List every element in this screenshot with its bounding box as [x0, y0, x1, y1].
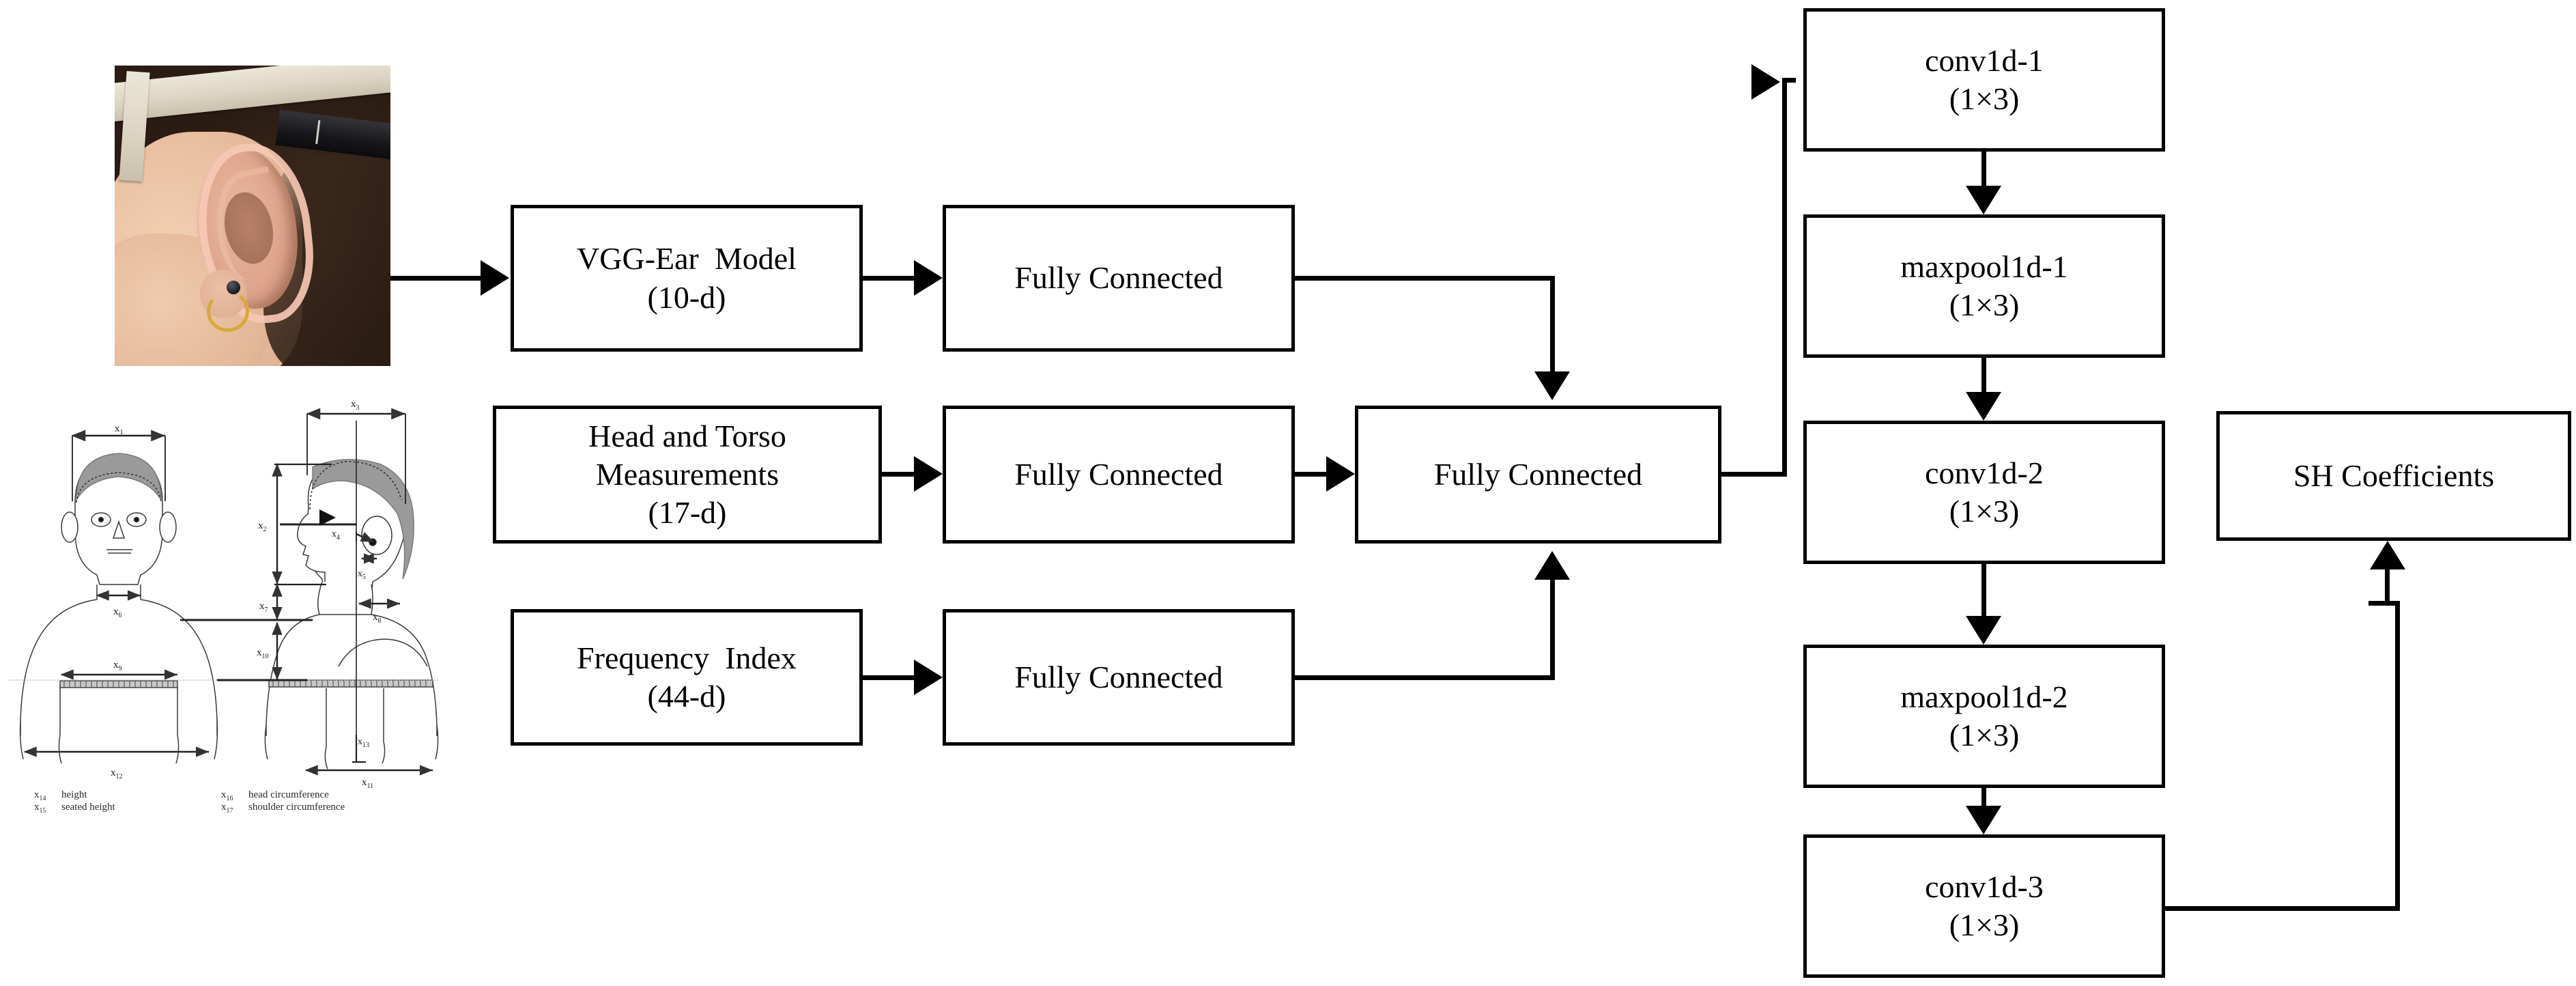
- anthro-label-x9: x9: [113, 660, 122, 673]
- node-conv1d-1-line2: (1×3): [1949, 81, 2020, 116]
- edge-maxpool2-to-conv3: [1981, 788, 1986, 807]
- photo-reference-tick: [315, 119, 321, 144]
- arrowhead-photo-to-vgg: [481, 260, 509, 296]
- edge-merge-up: [1782, 80, 1787, 477]
- node-sh-coefficients-label: SH Coefficients: [2293, 457, 2495, 493]
- anthro-label-x10: x10: [257, 647, 269, 660]
- node-fc-ear[interactable]: Fully Connected: [943, 205, 1295, 352]
- edge-conv3-up: [2395, 601, 2400, 908]
- node-conv1d-2-line2: (1×3): [1949, 494, 2020, 529]
- node-conv1d-2[interactable]: conv1d-2 (1×3): [1803, 421, 2165, 564]
- edge-head-to-fc-head: [882, 472, 914, 477]
- anthro-label-x13: x13: [358, 737, 369, 749]
- edge-fc-freq-up: [1550, 580, 1555, 680]
- edge-vgg-to-fc-ear: [863, 276, 914, 281]
- node-conv1d-3-line1: conv1d-3: [1925, 869, 2044, 904]
- edge-conv1-to-maxpool1: [1981, 152, 1986, 187]
- edge-fc-ear-right: [1295, 276, 1555, 281]
- node-conv1d-3[interactable]: conv1d-3 (1×3): [1803, 834, 2165, 978]
- anthro-legend-key-0: x14: [34, 789, 46, 802]
- edge-fc-ear-down: [1550, 276, 1555, 371]
- anthro-legend-text-2: head circumference: [248, 789, 329, 800]
- anthro-legend-key-1: x15: [34, 802, 46, 814]
- node-vgg-ear-line1: VGG-Ear Model: [577, 241, 797, 277]
- arrowhead-merge-to-conv1: [1751, 64, 1780, 100]
- edge-maxpool1-to-conv2: [1981, 358, 1986, 393]
- node-maxpool1d-2[interactable]: maxpool1d-2 (1×3): [1803, 645, 2165, 788]
- arrowhead-fc-freq-to-merge: [1534, 551, 1570, 580]
- node-sh-coefficients[interactable]: SH Coefficients: [2216, 411, 2571, 541]
- anthro-legend-key-2: x16: [221, 789, 233, 802]
- edge-freq-to-fc-freq: [863, 675, 914, 680]
- edge-fc-freq-right: [1295, 675, 1555, 680]
- anthro-label-x2: x2: [258, 520, 267, 533]
- arrowhead-vgg-to-fc-ear: [914, 260, 943, 296]
- node-fc-head-torso[interactable]: Fully Connected: [943, 406, 1295, 544]
- edge-conv2-to-maxpool2: [1981, 564, 1986, 617]
- anthro-legend-text-0: height: [61, 789, 87, 800]
- edge-merge-right: [1721, 472, 1787, 477]
- node-head-torso-line2: Measurements: [595, 456, 779, 492]
- node-maxpool1d-2-line2: (1×3): [1949, 718, 2020, 752]
- arrowhead-conv2-to-maxpool2: [1966, 616, 2001, 645]
- arrowhead-fc-ear-to-merge: [1534, 371, 1570, 400]
- arrowhead-maxpool2-to-conv3: [1966, 806, 2001, 834]
- edge-fc-head-to-merge: [1295, 472, 1326, 477]
- node-conv1d-3-line2: (1×3): [1949, 907, 2020, 942]
- arrowhead-freq-to-fc-freq: [914, 660, 943, 695]
- edge-conv3-to-sh: [2369, 601, 2397, 606]
- photo-ear-stud: [226, 280, 240, 294]
- node-vgg-ear-model[interactable]: VGG-Ear Model (10-d): [511, 205, 863, 352]
- node-frequency-index-line2: (44-d): [647, 679, 726, 714]
- node-head-torso-line1: Head and Torso: [588, 418, 786, 453]
- anthro-legend-text-1: seated height: [61, 802, 116, 813]
- anthro-label-x11: x11: [362, 777, 373, 790]
- arrowhead-maxpool1-to-conv2: [1966, 392, 2001, 421]
- anthro-label-x12: x12: [111, 767, 123, 780]
- node-fc-head-torso-label: Fully Connected: [1014, 456, 1223, 492]
- arrowhead-conv3-to-sh: [2370, 541, 2405, 569]
- anthro-legend-key-3: x17: [221, 802, 233, 814]
- anthro-label-x7: x7: [259, 601, 268, 614]
- node-maxpool1d-2-line1: maxpool1d-2: [1900, 679, 2068, 714]
- ear-photograph: [115, 66, 390, 366]
- anthro-label-x3: x3: [351, 399, 360, 412]
- node-fc-merge-label: Fully Connected: [1433, 456, 1643, 492]
- anthro-legend-text-3: shoulder circumference: [248, 802, 345, 813]
- anthropometry-figure: x1 x2 x3 x4 x5 x6 x7 x8 x9 x10 x11 x12 x…: [4, 380, 441, 814]
- node-head-torso-line3: (17-d): [648, 495, 727, 531]
- edge-merge-to-conv1: [1782, 78, 1796, 83]
- node-conv1d-2-line1: conv1d-2: [1925, 455, 2044, 490]
- anthro-label-x6: x6: [113, 606, 122, 619]
- photo-earlobe: [200, 270, 247, 318]
- node-fc-ear-label: Fully Connected: [1014, 260, 1223, 296]
- node-fc-frequency-label: Fully Connected: [1014, 659, 1223, 694]
- edge-conv3-right: [2165, 906, 2400, 911]
- node-vgg-ear-line2: (10-d): [647, 279, 726, 315]
- node-maxpool1d-1[interactable]: maxpool1d-1 (1×3): [1803, 214, 2165, 358]
- node-fc-frequency[interactable]: Fully Connected: [943, 609, 1295, 746]
- arrowhead-head-to-fc-head: [914, 456, 943, 492]
- node-maxpool1d-1-line2: (1×3): [1949, 287, 2020, 322]
- anthro-label-x1: x1: [115, 423, 124, 436]
- node-fc-merge[interactable]: Fully Connected: [1355, 406, 1721, 544]
- node-frequency-index[interactable]: Frequency Index (44-d): [511, 609, 863, 746]
- edge-sh-stem: [2385, 569, 2390, 604]
- node-frequency-index-line1: Frequency Index: [577, 640, 797, 675]
- node-head-torso-measurements[interactable]: Head and Torso Measurements (17-d): [493, 406, 882, 544]
- arrowhead-fc-head-to-merge: [1326, 456, 1355, 492]
- node-conv1d-1-line1: conv1d-1: [1925, 42, 2044, 78]
- node-maxpool1d-1-line1: maxpool1d-1: [1900, 249, 2068, 284]
- edge-photo-to-vgg: [390, 276, 481, 281]
- node-conv1d-1[interactable]: conv1d-1 (1×3): [1803, 8, 2165, 152]
- arrowhead-conv1-to-maxpool1: [1966, 186, 2001, 214]
